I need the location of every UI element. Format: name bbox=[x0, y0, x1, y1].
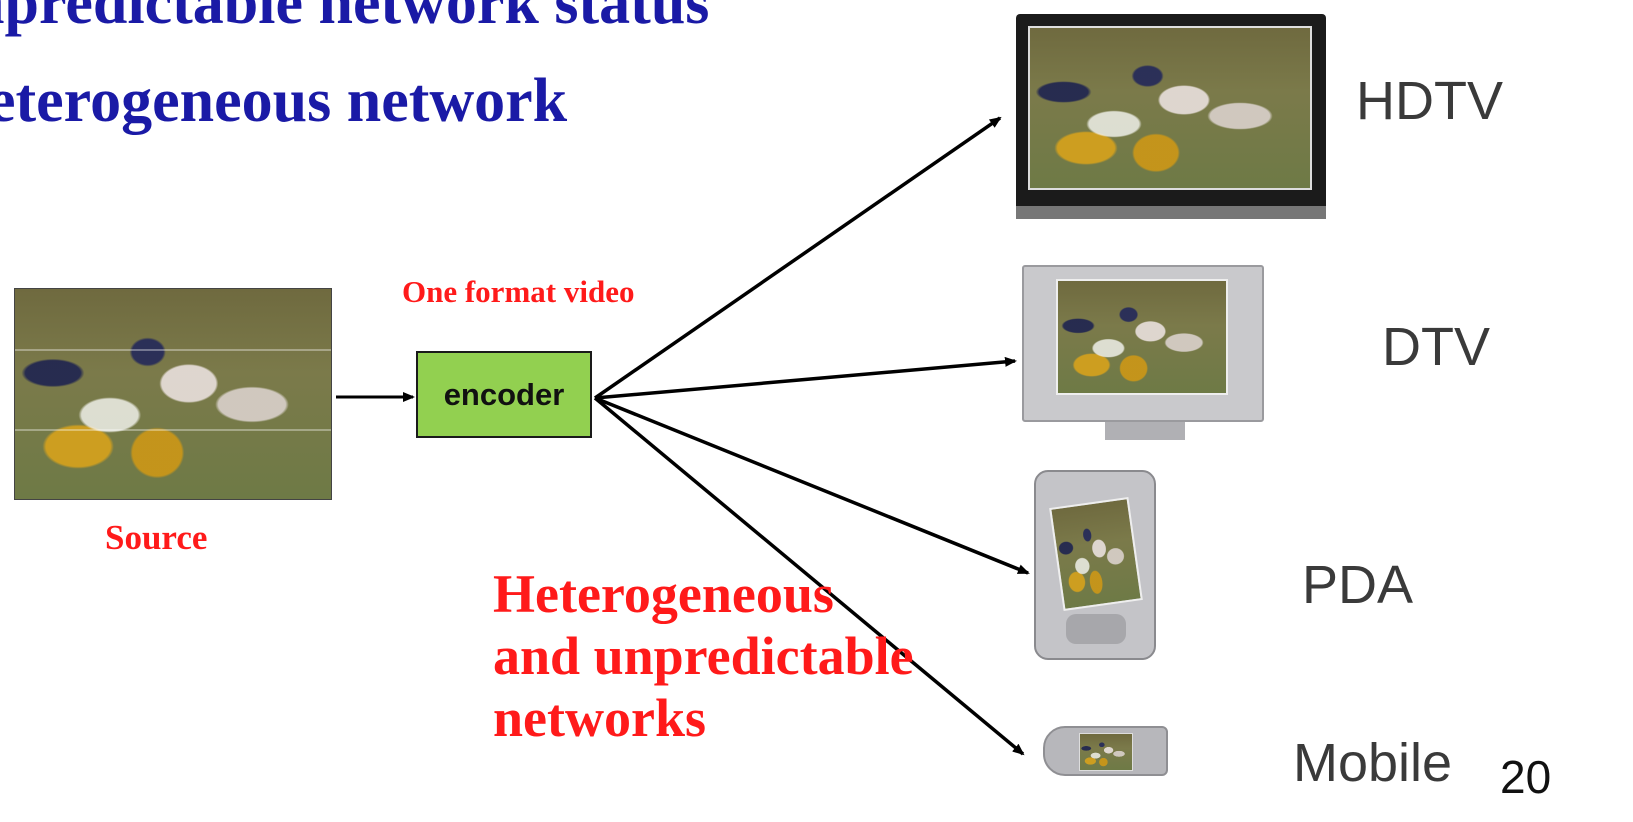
encoder-box: encoder bbox=[416, 351, 592, 438]
hdtv-stand bbox=[1016, 206, 1326, 219]
pda-buttons bbox=[1066, 614, 1126, 644]
networks-annotation: Heterogeneous and unpredictable networks bbox=[493, 563, 914, 749]
pda-screen bbox=[1049, 496, 1143, 612]
dtv-stand bbox=[1105, 422, 1185, 440]
heading-line-1: npredictable network status bbox=[0, 0, 710, 37]
encoder-to-pda-arrow bbox=[594, 396, 1030, 575]
hdtv-device bbox=[1016, 14, 1326, 219]
networks-line-2: and unpredictable bbox=[493, 626, 914, 686]
encoder-label: encoder bbox=[443, 376, 565, 412]
dtv-screen bbox=[1056, 279, 1228, 395]
device-label-dtv: DTV bbox=[1382, 317, 1490, 377]
encoder-to-dtv-arrow bbox=[594, 356, 1017, 400]
networks-line-3: networks bbox=[493, 688, 706, 748]
source-video-frame bbox=[14, 288, 332, 500]
encoder-to-mobile-arrow bbox=[593, 396, 1025, 756]
networks-line-1: Heterogeneous bbox=[493, 564, 834, 624]
mobile-screen bbox=[1079, 733, 1133, 771]
mobile-device bbox=[1043, 726, 1168, 776]
device-label-hdtv: HDTV bbox=[1356, 71, 1503, 131]
hdtv-screen bbox=[1028, 26, 1312, 190]
dtv-device bbox=[1022, 265, 1264, 422]
encoder-to-hdtv-arrow bbox=[594, 116, 1002, 400]
device-label-mobile: Mobile bbox=[1293, 733, 1453, 793]
source-label: Source bbox=[105, 518, 208, 557]
heading-line-2: eterogeneous network bbox=[0, 67, 568, 135]
one-format-video-label: One format video bbox=[402, 274, 635, 309]
device-label-pda: PDA bbox=[1302, 555, 1414, 615]
pda-device bbox=[1034, 470, 1156, 660]
page-number: 20 bbox=[1500, 751, 1552, 803]
